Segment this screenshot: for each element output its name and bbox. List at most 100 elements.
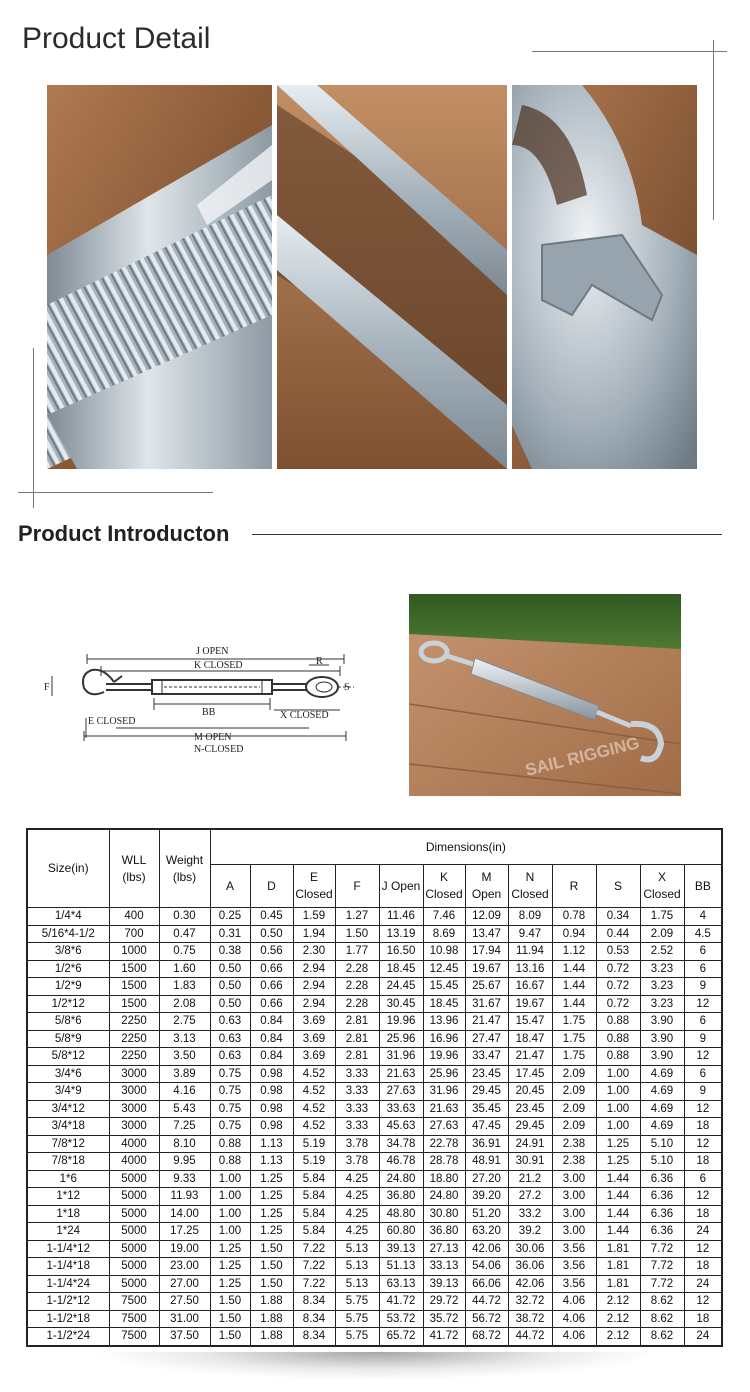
table-cell: 13.96 — [422, 1012, 466, 1031]
table-cell: 1.81 — [595, 1239, 641, 1258]
table-cell: 5/8*6 — [26, 1012, 110, 1031]
table-cell: 0.88 — [209, 1152, 251, 1171]
table-cell: 21.47 — [464, 1012, 509, 1031]
table-cell: 7.72 — [639, 1239, 685, 1258]
table-cell: 1/2*6 — [26, 959, 110, 978]
product-photo-thread — [47, 85, 272, 469]
table-cell: 1-1/2*18 — [26, 1309, 110, 1328]
table-cell: 8.34 — [292, 1327, 336, 1346]
table-cell: 10.98 — [422, 942, 466, 961]
table-cell: 2.38 — [551, 1134, 597, 1153]
header-dim-col: M Open — [464, 864, 509, 908]
table-cell: 6 — [683, 1169, 723, 1188]
table-cell: 5000 — [108, 1187, 160, 1206]
table-cell: 68.72 — [464, 1327, 509, 1346]
table-cell: 33.47 — [464, 1047, 509, 1066]
table-cell: 9 — [683, 1029, 723, 1048]
table-cell: 4.52 — [292, 1082, 336, 1101]
table-cell: 2.75 — [158, 1012, 211, 1031]
table-cell: 19.67 — [464, 959, 509, 978]
table-cell: 2.28 — [334, 977, 380, 996]
table-cell: 1.81 — [595, 1274, 641, 1293]
table-cell: 3000 — [108, 1117, 160, 1136]
table-cell: 3.23 — [639, 994, 685, 1013]
spec-table: Size(in) WLL (lbs) Weight (lbs) Dimensio… — [26, 828, 724, 1347]
table-cell: 2250 — [108, 1029, 160, 1048]
table-cell: 2.09 — [551, 1064, 597, 1083]
table-cell: 18.45 — [378, 959, 424, 978]
table-cell: 11.94 — [507, 942, 553, 961]
table-cell: 3.00 — [551, 1187, 597, 1206]
table-cell: 4.25 — [334, 1222, 380, 1241]
table-cell: 3.33 — [334, 1064, 380, 1083]
table-cell: 18.45 — [422, 994, 466, 1013]
table-cell: 24.80 — [378, 1169, 424, 1188]
table-cell: 36.80 — [422, 1222, 466, 1241]
table-cell: 5/16*4-1/2 — [26, 924, 110, 943]
header-dim-col: J Open — [378, 864, 424, 908]
table-cell: 4.25 — [334, 1204, 380, 1223]
table-cell: 54.06 — [464, 1257, 509, 1276]
table-cell: 27.50 — [158, 1292, 211, 1311]
table-cell: 3/4*12 — [26, 1099, 110, 1118]
table-cell: 4.52 — [292, 1117, 336, 1136]
table-cell: 3.78 — [334, 1134, 380, 1153]
table-cell: 1-1/4*12 — [26, 1239, 110, 1258]
table-cell: 2.09 — [639, 924, 685, 943]
table-cell: 46.78 — [378, 1152, 424, 1171]
product-photo-body — [277, 85, 507, 469]
table-cell: 1000 — [108, 942, 160, 961]
header-dim-col: X Closed — [639, 864, 685, 908]
table-cell: 1-1/4*24 — [26, 1274, 110, 1293]
table-cell: 4.06 — [551, 1292, 597, 1311]
table-cell: 9 — [683, 1082, 723, 1101]
table-cell: 29.45 — [464, 1082, 509, 1101]
table-cell: 65.72 — [378, 1327, 424, 1346]
table-cell: 18 — [683, 1204, 723, 1223]
table-cell: 12 — [683, 994, 723, 1013]
table-cell: 4.52 — [292, 1064, 336, 1083]
table-cell: 31.96 — [422, 1082, 466, 1101]
table-cell: 3.69 — [292, 1012, 336, 1031]
table-cell: 12 — [683, 1239, 723, 1258]
table-cell: 41.72 — [378, 1292, 424, 1311]
table-cell: 32.72 — [507, 1292, 553, 1311]
technical-diagram: J OPEN K CLOSED R F S BB E CLOSED X CLOS… — [44, 640, 364, 760]
table-cell: 1.50 — [209, 1309, 251, 1328]
table-cell: 1.75 — [551, 1012, 597, 1031]
table-cell: 7/8*12 — [26, 1134, 110, 1153]
table-cell: 9.33 — [158, 1169, 211, 1188]
table-cell: 1.13 — [249, 1134, 294, 1153]
table-cell: 24 — [683, 1327, 723, 1346]
spec-table-wrapper: Size(in) WLL (lbs) Weight (lbs) Dimensio… — [26, 828, 724, 1347]
table-cell: 5.75 — [334, 1327, 380, 1346]
table-cell: 38.72 — [507, 1309, 553, 1328]
table-cell: 25.96 — [378, 1029, 424, 1048]
table-cell: 1.44 — [551, 994, 597, 1013]
table-cell: 2.09 — [551, 1099, 597, 1118]
table-cell: 36.06 — [507, 1257, 553, 1276]
table-cell: 23.45 — [464, 1064, 509, 1083]
table-cell: 31.96 — [378, 1047, 424, 1066]
table-cell: 1.44 — [595, 1222, 641, 1241]
table-cell: 16.96 — [422, 1029, 466, 1048]
table-cell: 5.19 — [292, 1152, 336, 1171]
table-cell: 7.72 — [639, 1274, 685, 1293]
table-cell: 0.25 — [209, 907, 251, 926]
table-cell: 24.91 — [507, 1134, 553, 1153]
table-cell: 3.56 — [551, 1274, 597, 1293]
table-cell: 3.00 — [551, 1169, 597, 1188]
table-cell: 47.45 — [464, 1117, 509, 1136]
table-shadow — [90, 1352, 660, 1380]
table-cell: 0.75 — [209, 1117, 251, 1136]
divider — [532, 51, 727, 52]
table-cell: 1.44 — [595, 1204, 641, 1223]
header-dimensions: Dimensions(in) — [209, 828, 723, 865]
